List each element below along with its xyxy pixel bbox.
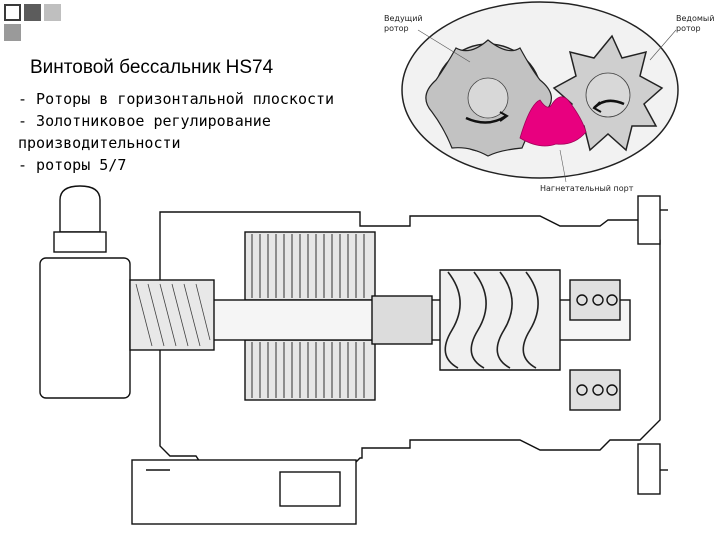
bullet-item: - Роторы в горизонтальной плоскости	[18, 90, 335, 108]
discharge-port-highlight	[519, 96, 587, 147]
driven-rotor-label-line: ротор	[676, 24, 701, 33]
driving-rotor-label: Ведущий ротор	[384, 14, 444, 34]
corner-square	[4, 4, 21, 21]
corner-square	[44, 4, 61, 21]
driving-rotor-label-line: ротор	[384, 24, 409, 33]
driven-rotor-label: Ведомый ротор	[676, 14, 720, 34]
driving-rotor	[425, 39, 552, 157]
corner-square	[4, 24, 21, 41]
bullet-item: - роторы 5/7	[18, 156, 127, 174]
rotor-cross-section	[401, 1, 679, 183]
driving-rotor-label-line: Ведущий	[384, 14, 423, 23]
corner-square	[24, 4, 41, 21]
compressor-cutaway	[39, 185, 668, 525]
bullet-item: производительности	[18, 134, 181, 152]
bullet-item: - Золотниковое регулирование	[18, 112, 271, 130]
discharge-port-label: Нагнетательный порт	[540, 184, 634, 193]
corner-decoration	[0, 0, 70, 44]
bullet-list: - Роторы в горизонтальной плоскости - Зо…	[18, 88, 398, 176]
slide-title: Винтовой бессальник HS74	[30, 57, 274, 78]
driven-rotor-label-line: Ведомый	[676, 14, 715, 23]
